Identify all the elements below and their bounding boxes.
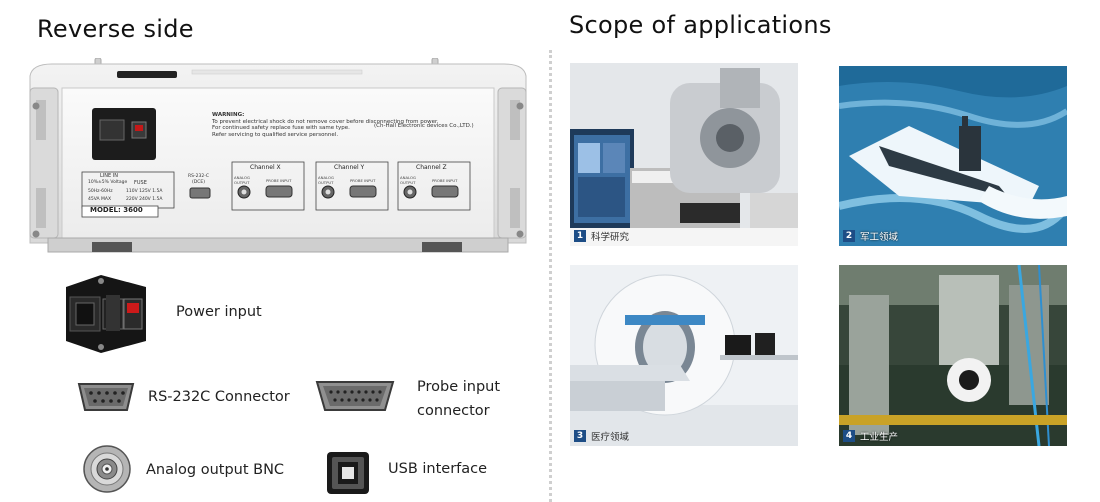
rs232-connector-icon bbox=[75, 380, 137, 414]
channel-z-analog: ANALOG OUTPUT bbox=[400, 175, 416, 185]
channel-x-analog: ANALOG OUTPUT bbox=[234, 175, 250, 185]
voltage-note: 10%±5% Voltage bbox=[88, 180, 128, 185]
channel-y-probe: PROBE INPUT bbox=[350, 178, 376, 183]
probe-label: Probe input connector bbox=[417, 379, 501, 419]
maker-label: (Ch-Hall Electronic devices Co.,LTD.) bbox=[374, 123, 474, 129]
fuse-label: FUSE bbox=[134, 180, 147, 186]
line-in-label: LINE IN bbox=[100, 173, 118, 179]
channel-z-probe: PROBE INPUT bbox=[432, 178, 458, 183]
warning-block: WARNING: To prevent electrical shock do … bbox=[212, 112, 439, 138]
fuse-220-label: 220V 240V 1.5A bbox=[126, 197, 163, 202]
channel-x-label: Channel X bbox=[250, 164, 281, 171]
power-input-icon bbox=[56, 273, 156, 355]
reverse-side-heading: Reverse side bbox=[37, 15, 194, 43]
freq-label: 50Hz-60Hz bbox=[88, 189, 113, 194]
power-input-label: Power input bbox=[176, 304, 262, 320]
scope-heading: Scope of applications bbox=[569, 11, 832, 39]
rs232-label: RS-232C Connector bbox=[148, 389, 290, 405]
channel-y-label: Channel Y bbox=[334, 164, 365, 171]
power-label: 45VA MAX bbox=[88, 197, 112, 202]
analog-bnc-icon bbox=[82, 444, 132, 494]
probe-connector-icon bbox=[313, 378, 397, 414]
usb-label: USB interface bbox=[388, 461, 488, 477]
rs232-panel-sub: (DCE) bbox=[192, 180, 205, 185]
channel-y-analog: ANALOG OUTPUT bbox=[318, 175, 334, 185]
channel-x-probe: PROBE INPUT bbox=[266, 178, 292, 183]
analog-bnc-label: Analog output BNC bbox=[146, 462, 285, 478]
fuse-110-label: 110V 125V 1.5A bbox=[126, 189, 163, 194]
channel-z-label: Channel Z bbox=[416, 164, 447, 171]
model-label: MODEL: 3600 bbox=[90, 206, 143, 214]
rs232-panel-label: RS-232-C bbox=[188, 174, 209, 179]
usb-icon bbox=[325, 450, 371, 496]
section-divider bbox=[549, 50, 552, 502]
device-rear-panel: WARNING: To prevent electrical shock do … bbox=[22, 57, 534, 254]
